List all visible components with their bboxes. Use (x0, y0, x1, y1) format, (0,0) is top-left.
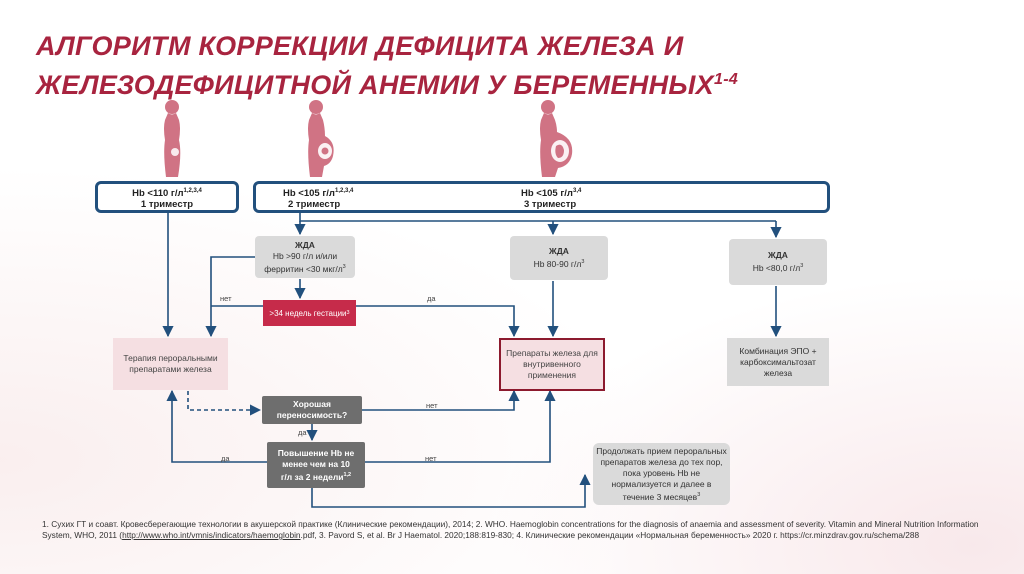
cont-ref: 3 (697, 491, 701, 498)
rise-line3: г/л за 2 недели (280, 471, 344, 482)
label-yes-tolerance: да (298, 428, 307, 437)
h1-ref: 1,2,3,4 (183, 188, 202, 194)
iv-line3: применения (527, 370, 577, 380)
ida3-ref: 3 (581, 259, 585, 266)
cont-line4: нормализуется и далее в (611, 478, 712, 489)
label-yes-gestation: да (427, 294, 436, 303)
continue-oral-iron-box: Продолжать прием пероральных препаратов … (593, 443, 730, 505)
ida2-ref: 3 (342, 263, 346, 270)
oral-line2: препаратами железа (129, 364, 212, 374)
ida4-ref: 3 (800, 263, 804, 270)
iv-iron-therapy-box: Препараты железа для внутривенного приме… (499, 338, 605, 391)
epo-combination-box: Комбинация ЭПО + карбоксимальтозат желез… (727, 338, 829, 386)
ida2-line2: ферритин <30 мкг/л (264, 263, 343, 274)
epo-line1: Комбинация ЭПО + (739, 345, 817, 356)
ida2-line1: Hb >90 г/л и/или (272, 250, 338, 261)
rise-ref: 1,2 (343, 471, 352, 478)
who-link[interactable]: http://www.who.int/vmnis/indicators/haem… (122, 530, 301, 540)
title-line-2: ЖЕЛЕЗОДЕФИЦИТНОЙ АНЕМИИ У БЕРЕМЕННЫХ (36, 70, 714, 100)
pregnant-woman-early-figure (164, 100, 181, 177)
cont-line3: пока уровень Hb не (622, 467, 701, 478)
gest-ref: 3 (346, 310, 350, 316)
h1-criterion: Hb <110 г/л (132, 188, 184, 200)
iv-line1: Препараты железа для (506, 348, 598, 358)
label-no-hb-rise: нет (425, 454, 437, 463)
tolerance-question-box: Хорошая переносимость? (262, 396, 362, 424)
h3-ref: 3,4 (572, 188, 582, 194)
refs-part2: .pdf, 3. Pavord S, et al. Br J Haematol.… (300, 530, 920, 540)
pregnant-woman-late-figure (540, 100, 573, 177)
h2-trimester: 2 триместр (288, 199, 341, 210)
trimester-1-header: Hb <110 г/л1,2,3,4 1 триместр (95, 181, 239, 213)
label-yes-hb-rise: да (221, 454, 230, 463)
cont-line5: течение 3 месяцев (622, 491, 698, 502)
slide-title: АЛГОРИТМ КОРРЕКЦИИ ДЕФИЦИТА ЖЕЛЕЗА И ЖЕЛ… (36, 30, 836, 102)
title-reference: 1-4 (714, 71, 739, 88)
ida-hb-80-90-box: ЖДА Hb 80-90 г/л3 (510, 236, 608, 280)
refs-part1: 1. Сухих ГТ и соавт. Кровесберегающие те… (42, 519, 979, 540)
h2-criterion: Hb <105 г/л (283, 188, 335, 200)
oral-line1: Терапия пероральными (123, 353, 218, 363)
trimester-2-3-header: Hb <105 г/л1,2,3,4 2 триместр Hb <105 г/… (253, 181, 830, 213)
ida-hb-below-80-box: ЖДА Hb <80,0 г/л3 (729, 239, 827, 285)
rise-line2: менее чем на 10 (282, 458, 350, 469)
cont-line1: Продолжать прием пероральных (596, 445, 727, 456)
iv-line2: внутривенного (523, 359, 581, 369)
ida4-line1: Hb <80,0 г/л (752, 262, 801, 273)
epo-line2: карбоксимальтозат (740, 356, 816, 367)
h2-ref: 1,2,3,4 (334, 188, 354, 194)
ida-hb-ferritin-box: ЖДА Hb >90 г/л и/или ферритин <30 мкг/л3 (255, 236, 355, 278)
tol-line1: Хорошая (293, 399, 331, 409)
references-footer: 1. Сухих ГТ и соавт. Кровесберегающие те… (42, 519, 982, 541)
h3-trimester: 3 триместр (524, 199, 577, 210)
ida3-title: ЖДА (549, 246, 569, 257)
pregnant-woman-mid-figure (308, 100, 334, 177)
ida4-title: ЖДА (768, 250, 788, 261)
rise-line1: Повышение Hb не (277, 447, 355, 458)
ida2-title: ЖДА (295, 239, 315, 250)
label-no-tolerance: нет (426, 401, 438, 410)
epo-line3: железа (763, 367, 793, 378)
title-line-1: АЛГОРИТМ КОРРЕКЦИИ ДЕФИЦИТА ЖЕЛЕЗА И (36, 31, 684, 61)
tol-line2: переносимость? (276, 410, 348, 420)
h3-criterion: Hb <105 г/л (521, 188, 573, 200)
cont-line2: препаратов железа до тех пор, (600, 456, 723, 467)
gest-label: >34 недель гестации (269, 308, 347, 318)
label-no-gestation: нет (220, 294, 232, 303)
hb-rise-check-box: Повышение Hb не менее чем на 10 г/л за 2… (267, 442, 365, 488)
ida3-line1: Hb 80-90 г/л (533, 258, 582, 269)
h1-trimester: 1 триместр (140, 199, 194, 210)
oral-iron-therapy-box: Терапия пероральными препаратами железа (113, 338, 228, 390)
